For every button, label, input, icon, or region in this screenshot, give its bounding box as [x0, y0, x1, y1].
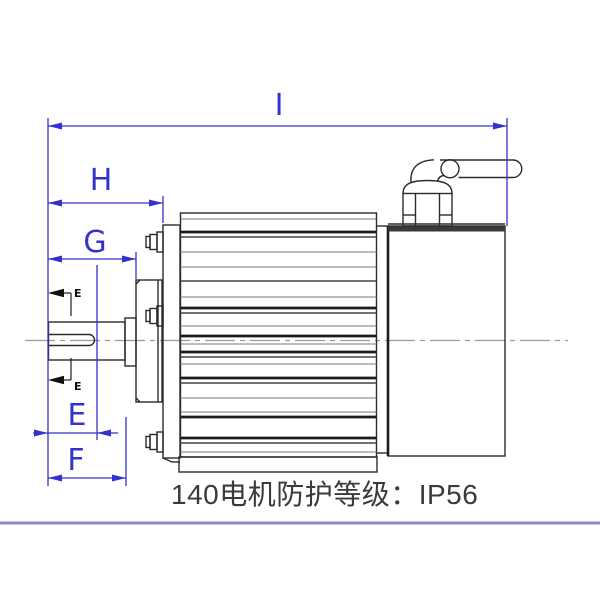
section-label-bottom: E: [74, 380, 82, 393]
cable-elbow-outer: [410, 159, 435, 183]
cable-bend-circle: [440, 159, 460, 179]
dim-label-g: G: [83, 225, 106, 260]
front-endbell: [162, 224, 181, 463]
section-marker-bottom: E: [48, 358, 82, 393]
cable: [410, 159, 523, 183]
dimension-i: I: [47, 88, 508, 486]
caption: 140电机防护等级：IP56: [171, 479, 478, 510]
housing-top-band: [388, 226, 505, 232]
dimension-e: E: [33, 265, 118, 440]
section-marker-top: E: [48, 287, 82, 316]
cable-end-cap: [512, 159, 523, 179]
mounting-bolts: [145, 231, 164, 453]
gland-dome: [402, 179, 453, 194]
shaft-step: [124, 317, 137, 367]
finned-body: [178, 212, 378, 473]
cooling-fins: [180, 218, 377, 453]
dim-label-e: E: [68, 398, 87, 433]
cable-elbow-inner: [436, 174, 444, 183]
dim-label-i: I: [275, 88, 284, 123]
dimension-g: G: [48, 225, 137, 279]
bolt-middle: [145, 305, 164, 327]
caption-text: 140电机防护等级：IP56: [171, 479, 478, 510]
body-housing-joint: [377, 225, 388, 454]
bolt-bottom: [145, 431, 164, 453]
front-flange: [135, 279, 163, 403]
dimension-h: H: [48, 163, 164, 223]
cable-gland: [402, 179, 453, 227]
dimension-f: F: [48, 417, 127, 486]
body-bottom-rim: [178, 456, 378, 473]
section-label-top: E: [74, 287, 82, 300]
dim-label-f: F: [67, 443, 84, 478]
keyway-slot: [48, 333, 96, 347]
dim-label-h: H: [90, 163, 113, 198]
bolt-top: [145, 231, 164, 253]
